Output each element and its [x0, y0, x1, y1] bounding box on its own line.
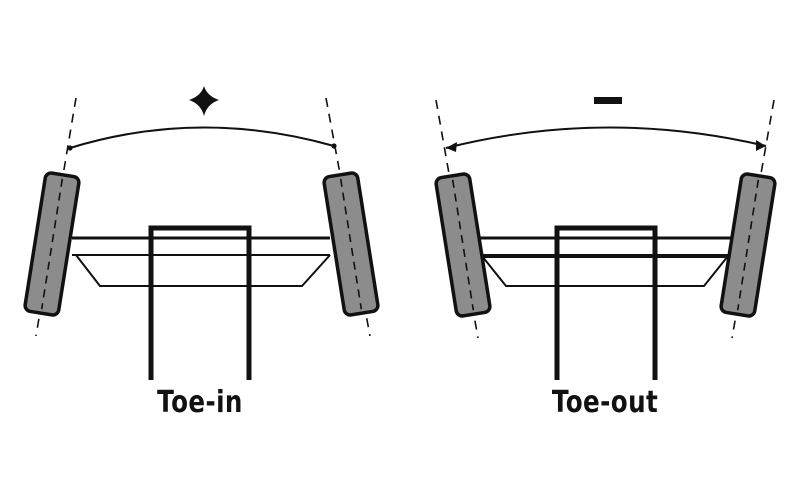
axle-housing [481, 255, 729, 287]
toe-out-dimension-arc [445, 126, 767, 149]
minus-sign-icon [594, 97, 622, 104]
toe-in-label: Toe-in [157, 385, 243, 420]
left-tire [23, 171, 81, 317]
chassis-frame [554, 225, 658, 380]
arc-end-dot [67, 145, 73, 151]
chassis-frame [148, 225, 252, 380]
toe-out-diagram [434, 97, 777, 380]
right-wheel-centerline [325, 97, 371, 337]
right-tire [719, 172, 777, 318]
left-tire [434, 172, 492, 318]
right-tire [322, 171, 380, 317]
axle-housing [75, 254, 331, 287]
toe-in-diagram [23, 86, 380, 380]
arc-end-dot [331, 143, 337, 149]
arc-arrowhead [756, 140, 766, 151]
toe-out-label: Toe-out [551, 385, 659, 420]
plus-sign-icon [189, 86, 219, 116]
arc-arrowhead [446, 142, 457, 152]
toe-in-dimension-arc [69, 126, 335, 149]
